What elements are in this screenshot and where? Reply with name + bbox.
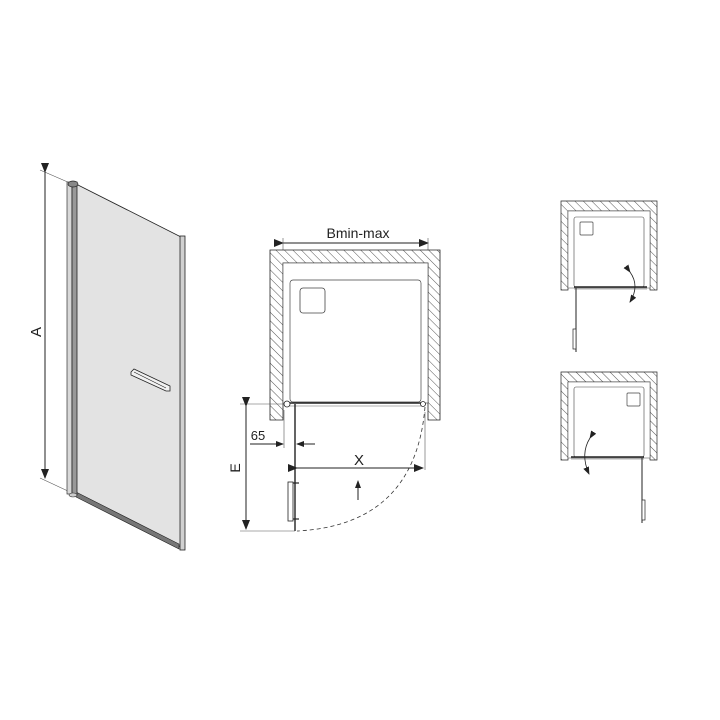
label-a: A	[28, 327, 45, 337]
dimension-e: E	[227, 397, 295, 532]
drain	[299, 287, 326, 314]
hinge-profile	[66, 180, 79, 498]
swing-arc	[296, 406, 426, 532]
glass-panel	[75, 183, 184, 549]
dimension-65: 65	[250, 410, 315, 448]
label-e: E	[227, 463, 243, 472]
variant-left-hinged	[560, 371, 658, 523]
wall-profile-right	[179, 235, 186, 551]
label-x: X	[354, 452, 364, 469]
swing-double-arrow-right	[623, 264, 637, 303]
towel-bar-handle	[130, 368, 171, 392]
plan-view: Bmin-max E	[227, 225, 441, 532]
label-bminmax: Bmin-max	[326, 225, 389, 241]
variant-right-hinged	[560, 200, 658, 352]
swing-double-arrow-left	[583, 430, 597, 475]
dimension-x: X	[288, 412, 426, 472]
handle-plan	[287, 481, 299, 522]
door-perspective-view: A	[28, 163, 186, 551]
label-65: 65	[251, 428, 265, 443]
dimension-a: A	[28, 163, 71, 493]
